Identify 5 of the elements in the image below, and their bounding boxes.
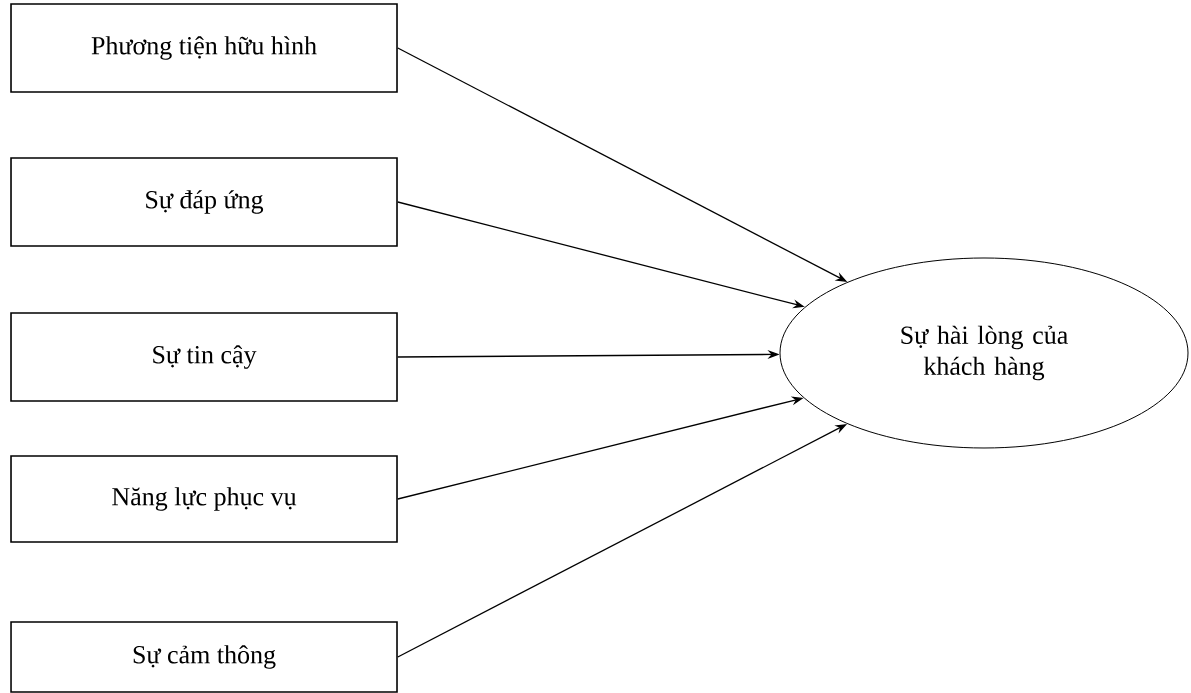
factor-box: Sự đáp ứng (10, 157, 398, 247)
factor-box: Năng lực phục vụ (10, 455, 398, 543)
factor-box: Phương tiện hữu hình (10, 3, 398, 93)
factor-box: Sự cảm thông (10, 621, 398, 693)
factor-box: Sự tin cậy (10, 312, 398, 402)
